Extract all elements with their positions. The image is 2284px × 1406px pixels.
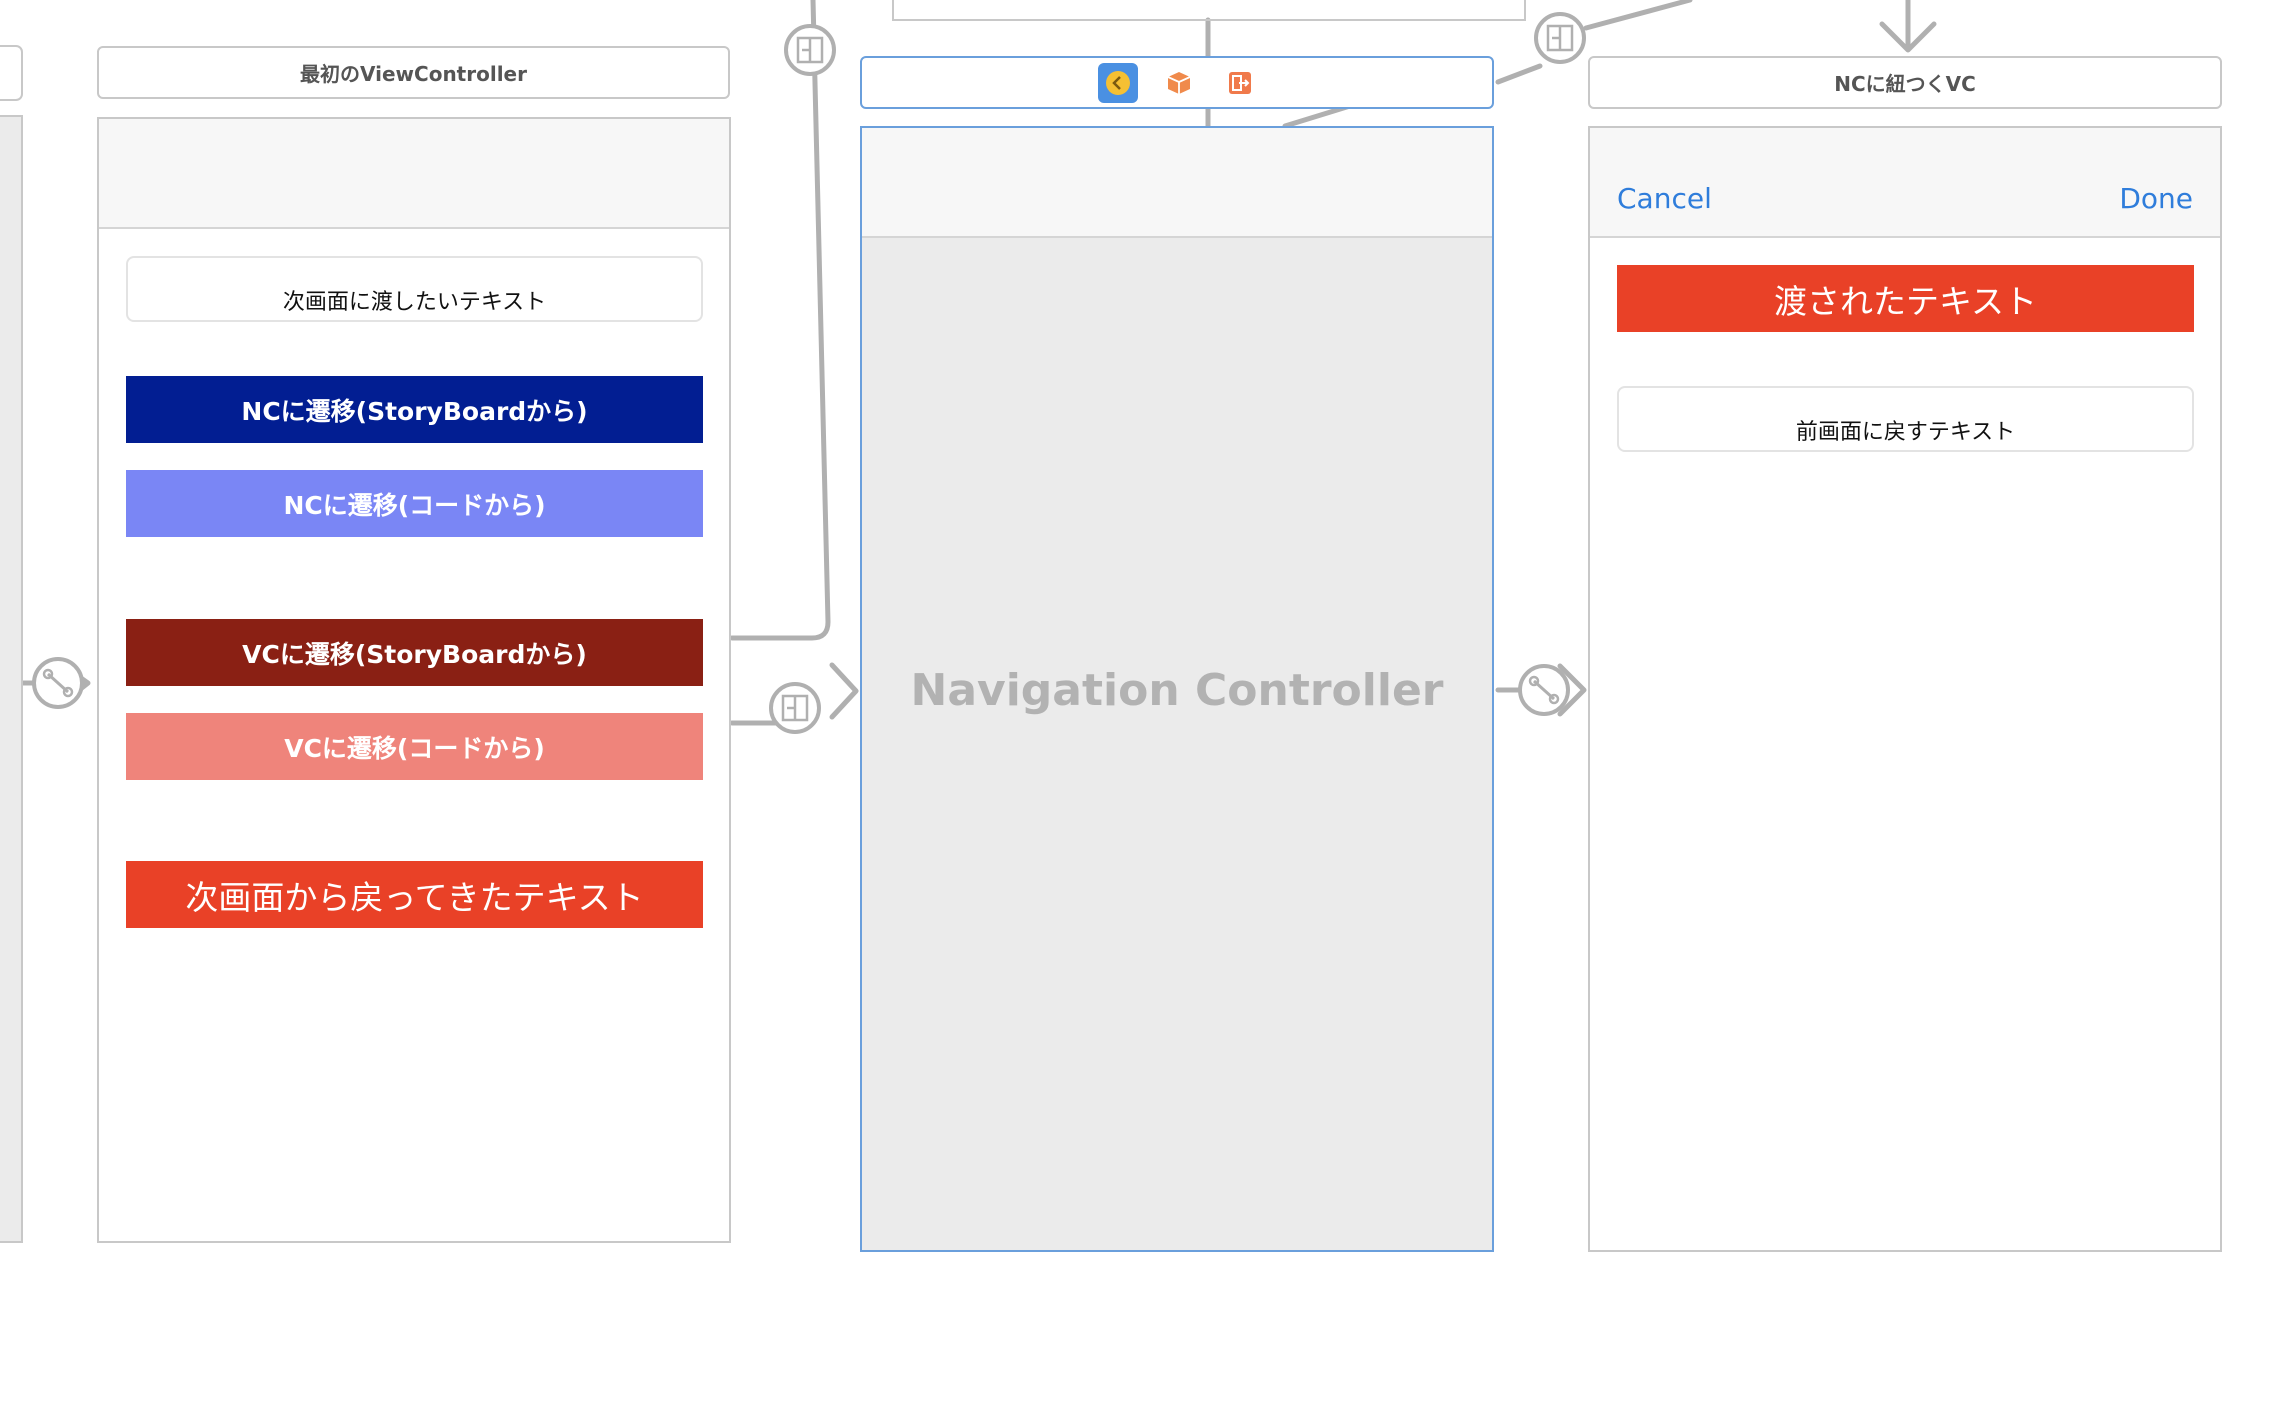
segue-node-icon	[1518, 664, 1570, 716]
scene-title-first-vc[interactable]: 最初のViewController	[97, 46, 730, 99]
vc-storyboard-button[interactable]: VCに遷移(StoryBoardから)	[126, 619, 703, 686]
back-chevron-icon[interactable]	[1098, 63, 1138, 103]
vc-code-button[interactable]: VCに遷移(コードから)	[126, 713, 703, 780]
cancel-button[interactable]: Cancel	[1617, 182, 1712, 215]
navigation-controller-scene[interactable]: Navigation Controller	[860, 126, 1494, 1252]
cube-icon[interactable]	[1159, 63, 1199, 103]
send-text-field-value: 次画面に渡したいテキスト	[282, 290, 547, 315]
segue-node-icon	[32, 657, 84, 709]
navigation-bar	[862, 128, 1492, 238]
embed-segue-icon	[784, 24, 836, 76]
return-text-field-value: 前画面に戻すテキスト	[1795, 420, 2016, 445]
navigation-bar	[99, 119, 729, 229]
passed-text-label-value: 渡されたテキスト	[1773, 281, 2037, 321]
scene-title-label: 最初のViewController	[300, 62, 527, 86]
send-text-field[interactable]: 次画面に渡したいテキスト	[126, 256, 703, 322]
navigation-controller-label: Navigation Controller	[910, 665, 1444, 716]
embed-segue-icon	[1534, 12, 1586, 64]
vc-code-button-label: VCに遷移(コードから)	[284, 733, 545, 763]
exit-icon[interactable]	[1220, 63, 1260, 103]
nc-code-button[interactable]: NCに遷移(コードから)	[126, 470, 703, 537]
embed-segue-icon	[769, 682, 821, 734]
nc-code-button-label: NCに遷移(コードから)	[283, 490, 546, 520]
nc-view-controller-scene[interactable]: Cancel Done 渡されたテキスト 前画面に戻すテキスト	[1588, 126, 2222, 1252]
nc-storyboard-button[interactable]: NCに遷移(StoryBoardから)	[126, 376, 703, 443]
returned-text-label: 次画面から戻ってきたテキスト	[126, 861, 703, 928]
passed-text-label: 渡されたテキスト	[1617, 265, 2194, 332]
done-button[interactable]: Done	[2119, 182, 2193, 215]
returned-text-label-value: 次画面から戻ってきたテキスト	[185, 877, 644, 917]
navigation-controller-dock[interactable]	[860, 56, 1494, 109]
return-text-field[interactable]: 前画面に戻すテキスト	[1617, 386, 2194, 452]
navigation-bar: Cancel Done	[1590, 128, 2220, 238]
vc-storyboard-button-label: VCに遷移(StoryBoardから)	[242, 639, 587, 669]
scene-title-nc-vc[interactable]: NCに紐つくVC	[1588, 56, 2222, 109]
scene-title-label: NCに紐つくVC	[1834, 72, 1976, 96]
nc-storyboard-button-label: NCに遷移(StoryBoardから)	[241, 396, 588, 426]
first-view-controller-scene[interactable]: 次画面に渡したいテキスト NCに遷移(StoryBoardから) NCに遷移(コ…	[97, 117, 731, 1243]
